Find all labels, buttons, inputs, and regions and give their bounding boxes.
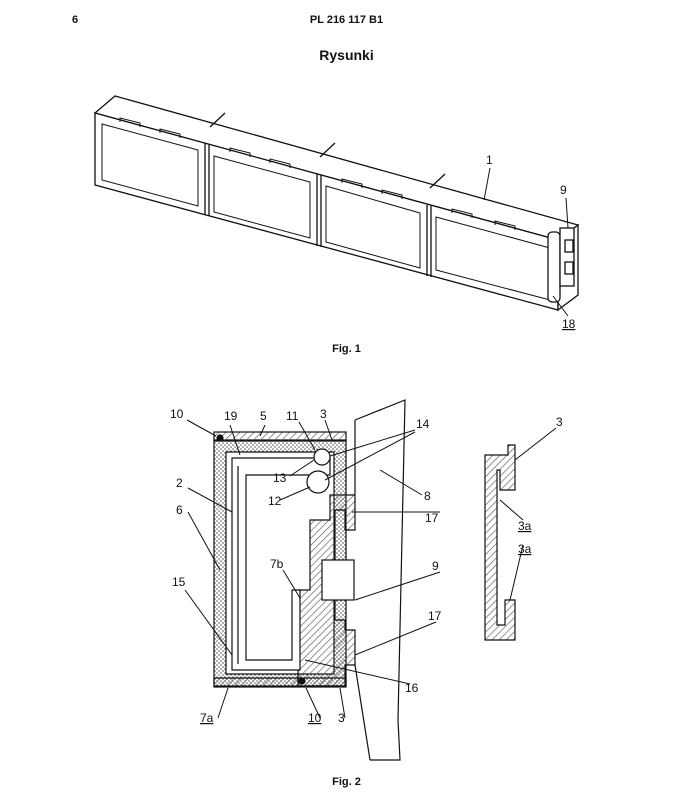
page-number: 6 <box>72 14 79 26</box>
profile-detail <box>484 444 516 641</box>
label-10-bottom: 10 <box>308 711 322 725</box>
label-9: 9 <box>432 559 439 573</box>
section-title: Rysunki <box>319 47 374 63</box>
label-7a: 7a <box>200 711 214 725</box>
label-7b: 7b <box>270 557 284 571</box>
label-12: 12 <box>268 494 282 508</box>
cross-section <box>213 399 406 761</box>
label-14: 14 <box>416 417 430 431</box>
label-13: 13 <box>273 471 287 485</box>
fig1-caption: Fig. 1 <box>332 343 361 355</box>
label-2: 2 <box>176 476 183 490</box>
label-15: 15 <box>172 575 186 589</box>
fig1-label-18: 18 <box>562 317 576 331</box>
label-3a-upper: 3a <box>518 519 532 533</box>
fig1-leaders <box>483 167 569 317</box>
label-19: 19 <box>224 409 238 423</box>
label-3-bottom: 3 <box>338 711 345 725</box>
label-5: 5 <box>260 409 267 423</box>
fig1-label-9: 9 <box>560 183 567 197</box>
fig2-labels: 10 19 5 11 3 14 13 12 2 8 6 17 7b 9 15 1… <box>170 407 563 725</box>
fig1-label-1: 1 <box>486 153 493 167</box>
fig2-leaders <box>184 419 557 719</box>
patent-number: PL 216 117 B1 <box>309 14 384 26</box>
label-6: 6 <box>176 503 183 517</box>
module-row <box>93 95 580 312</box>
fig2-drawing: 10 19 5 11 3 14 13 12 2 8 6 17 7b 9 15 1… <box>170 399 563 761</box>
label-11: 11 <box>286 409 299 423</box>
label-10-top: 10 <box>170 407 184 421</box>
label-17-top: 17 <box>425 511 439 525</box>
label-16: 16 <box>405 681 419 695</box>
fig2-caption: Fig. 2 <box>332 776 361 788</box>
label-8: 8 <box>424 489 431 503</box>
label-17-bottom: 17 <box>428 609 442 623</box>
label-3-detail: 3 <box>556 415 563 429</box>
fig1-drawing: 1 9 18 <box>93 95 580 331</box>
label-3a-lower: 3a <box>518 542 532 556</box>
label-3-top: 3 <box>320 407 327 421</box>
